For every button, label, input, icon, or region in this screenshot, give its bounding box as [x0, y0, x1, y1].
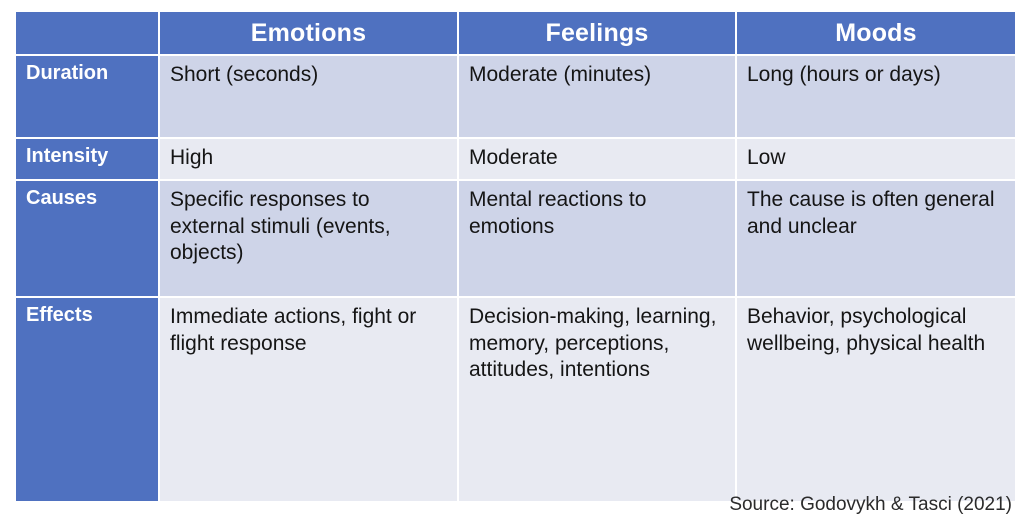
cell-duration-feelings: Moderate (minutes)	[459, 56, 735, 137]
row-label-duration: Duration	[16, 56, 158, 137]
source-attribution: Source: Godovykh & Tasci (2021)	[729, 494, 1012, 515]
cell-effects-emotions: Immediate actions, fight or flight respo…	[160, 298, 457, 501]
column-header-feelings: Feelings	[459, 12, 735, 54]
cell-effects-moods: Behavior, psychological wellbeing, physi…	[737, 298, 1015, 501]
table-header-row: Emotions Feelings Moods	[16, 12, 1015, 54]
table-corner-cell	[16, 12, 158, 54]
comparison-table-container: Emotions Feelings Moods Duration Short (…	[14, 10, 1015, 501]
cell-intensity-feelings: Moderate	[459, 139, 735, 179]
cell-causes-moods: The cause is often general and unclear	[737, 181, 1015, 296]
cell-effects-feelings: Decision-making, learning, memory, perce…	[459, 298, 735, 501]
column-header-emotions: Emotions	[160, 12, 457, 54]
row-label-intensity: Intensity	[16, 139, 158, 179]
emotions-feelings-moods-table: Emotions Feelings Moods Duration Short (…	[14, 10, 1017, 503]
cell-causes-emotions: Specific responses to external stimuli (…	[160, 181, 457, 296]
table-row: Effects Immediate actions, fight or flig…	[16, 298, 1015, 501]
table-row: Causes Specific responses to external st…	[16, 181, 1015, 296]
row-label-effects: Effects	[16, 298, 158, 501]
cell-intensity-emotions: High	[160, 139, 457, 179]
column-header-moods: Moods	[737, 12, 1015, 54]
cell-intensity-moods: Low	[737, 139, 1015, 179]
row-label-causes: Causes	[16, 181, 158, 296]
table-row: Intensity High Moderate Low	[16, 139, 1015, 179]
cell-duration-moods: Long (hours or days)	[737, 56, 1015, 137]
cell-duration-emotions: Short (seconds)	[160, 56, 457, 137]
cell-causes-feelings: Mental reactions to emotions	[459, 181, 735, 296]
table-row: Duration Short (seconds) Moderate (minut…	[16, 56, 1015, 137]
